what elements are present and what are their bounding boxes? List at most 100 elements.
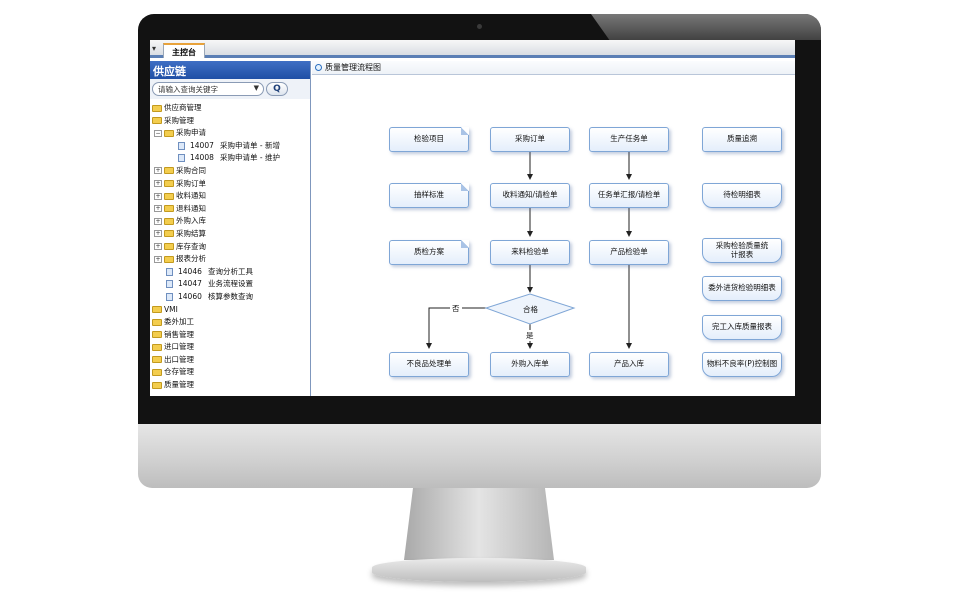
tree-item-label: 委外加工 [164, 317, 194, 327]
node-finished-quality-report[interactable]: 完工入库质量报表 [702, 315, 782, 340]
camera-icon [477, 24, 482, 29]
tree-item-folder[interactable]: 出口管理 [152, 354, 308, 367]
tab-main-console[interactable]: 主控台 [163, 43, 205, 58]
expand-icon[interactable]: + [154, 230, 162, 238]
main-content: 质量管理流程图 检验项目 采购订单 生产任务单 [312, 61, 795, 396]
tree-item-folder[interactable]: −采购申请 [152, 127, 308, 140]
tree-item-folder[interactable]: 供应商管理 [152, 102, 308, 115]
sidebar-title: 供应链 [150, 61, 310, 79]
tree-item-folder[interactable]: +采购订单 [152, 178, 308, 191]
folder-icon [152, 306, 162, 313]
decision-yes-label: 是 [524, 330, 536, 341]
expand-icon[interactable]: + [154, 205, 162, 213]
chevron-down-icon[interactable]: ▼ [253, 84, 259, 92]
node-qc-plan[interactable]: 质检方案 [389, 240, 469, 265]
tree-item-folder[interactable]: 采购管理 [152, 115, 308, 128]
arrow-decision-no [426, 307, 492, 349]
expand-icon[interactable]: + [154, 243, 162, 251]
tree-item-label: VMI [164, 304, 178, 314]
tree-item-label: 采购管理 [164, 115, 194, 125]
chevron-down-icon[interactable]: ▾ [152, 44, 157, 53]
tree-item-label: 采购结算 [176, 228, 206, 238]
document-icon [166, 280, 173, 289]
monitor-chin [138, 424, 821, 488]
tree-item-label: 查询分析工具 [208, 266, 253, 276]
node-inspect-item[interactable]: 检验项目 [389, 127, 469, 152]
folder-icon [164, 243, 174, 251]
tree-item-label: 收料通知 [176, 191, 206, 201]
tree-item-label: 销售管理 [164, 329, 194, 339]
node-purchase-instock[interactable]: 外购入库单 [490, 352, 570, 377]
tree-item-folder[interactable]: 销售管理 [152, 329, 308, 342]
node-receive-notice[interactable]: 收料通知/请检单 [490, 183, 570, 208]
decision-label: 合格 [523, 305, 538, 314]
node-production-task[interactable]: 生产任务单 [589, 127, 669, 152]
expand-icon[interactable]: + [154, 192, 162, 200]
folder-icon [152, 318, 162, 326]
expand-icon[interactable]: + [154, 255, 162, 263]
decision-diamond [484, 293, 576, 325]
page-icon [315, 64, 322, 71]
search-placeholder: 请输入查询关键字 [158, 85, 218, 94]
tree-item-label: 采购申请单 - 维护 [220, 153, 280, 163]
document-icon [166, 292, 173, 301]
tree-item-label: 供应商管理 [164, 103, 202, 112]
sidebar-search: 请输入查询关键字 ▼ Q [150, 79, 310, 99]
tree-item-label: 采购合同 [176, 165, 206, 175]
tree-item-label: 业务流程设置 [208, 279, 253, 289]
search-input[interactable]: 请输入查询关键字 ▼ [152, 82, 264, 96]
tree-item-folder[interactable]: + 采购合同 [152, 165, 308, 178]
folder-icon [152, 368, 162, 376]
folder-icon [164, 167, 174, 175]
expand-icon[interactable]: + [154, 217, 162, 225]
tree-item-folder[interactable]: 进口管理 [152, 341, 308, 354]
tree-item-label: 核算参数查询 [208, 291, 253, 301]
node-product-inspection[interactable]: 产品检验单 [589, 240, 669, 265]
folder-icon [152, 356, 162, 364]
tree-item-folder[interactable]: +报表分析 [152, 253, 308, 266]
tree-item-folder[interactable]: +退料通知 [152, 203, 308, 216]
tree-item-folder[interactable]: VMI [152, 304, 308, 317]
node-defect-control-chart[interactable]: 物料不良率(P)控制图 [702, 352, 782, 377]
tree-item-folder[interactable]: 仓存管理 [152, 366, 308, 379]
node-pending-detail[interactable]: 待检明细表 [702, 183, 782, 208]
tree-item-folder[interactable]: +库存查询 [152, 241, 308, 254]
document-icon [178, 154, 185, 163]
search-button[interactable]: Q [266, 82, 288, 96]
expand-icon[interactable]: + [154, 180, 162, 188]
tree-item-folder[interactable]: 质量管理 [152, 379, 308, 392]
tree-item-label: 仓存管理 [164, 367, 194, 377]
node-task-report[interactable]: 任务单汇报/请检单 [589, 183, 669, 208]
tree-item-folder[interactable]: 委外加工 [152, 316, 308, 329]
node-purchase-order[interactable]: 采购订单 [490, 127, 570, 152]
node-quality-trace[interactable]: 质量追溯 [702, 127, 782, 152]
node-product-instock[interactable]: 产品入库 [589, 352, 669, 377]
collapse-icon[interactable]: − [154, 129, 162, 137]
node-sampling-standard[interactable]: 抽样标准 [389, 183, 469, 208]
tree-item-label: 采购申请单 - 新增 [220, 140, 280, 150]
tree-item-folder[interactable]: + 收料通知 [152, 190, 308, 203]
tree-item-folder[interactable]: +外购入库 [152, 215, 308, 228]
tab-bar: ▾ 主控台 [150, 40, 795, 58]
tree-item-folder[interactable]: + 采购结算 [152, 228, 308, 241]
document-icon [178, 141, 185, 150]
page-title: 质量管理流程图 [325, 63, 381, 72]
flow-connectors [426, 152, 632, 349]
screen-glare [591, 14, 821, 40]
folder-icon [152, 343, 162, 351]
node-defect-handling[interactable]: 不良品处理单 [389, 352, 469, 377]
document-icon [166, 267, 173, 276]
node-incoming-inspection[interactable]: 来料检验单 [490, 240, 570, 265]
monitor-stand-foot [372, 558, 586, 582]
node-outsource-detail[interactable]: 委外进货检验明细表 [702, 276, 782, 301]
expand-icon[interactable]: + [154, 167, 162, 175]
node-purchase-quality-report[interactable]: 采购检验质量统计报表 [702, 238, 782, 263]
folder-icon [164, 255, 174, 263]
